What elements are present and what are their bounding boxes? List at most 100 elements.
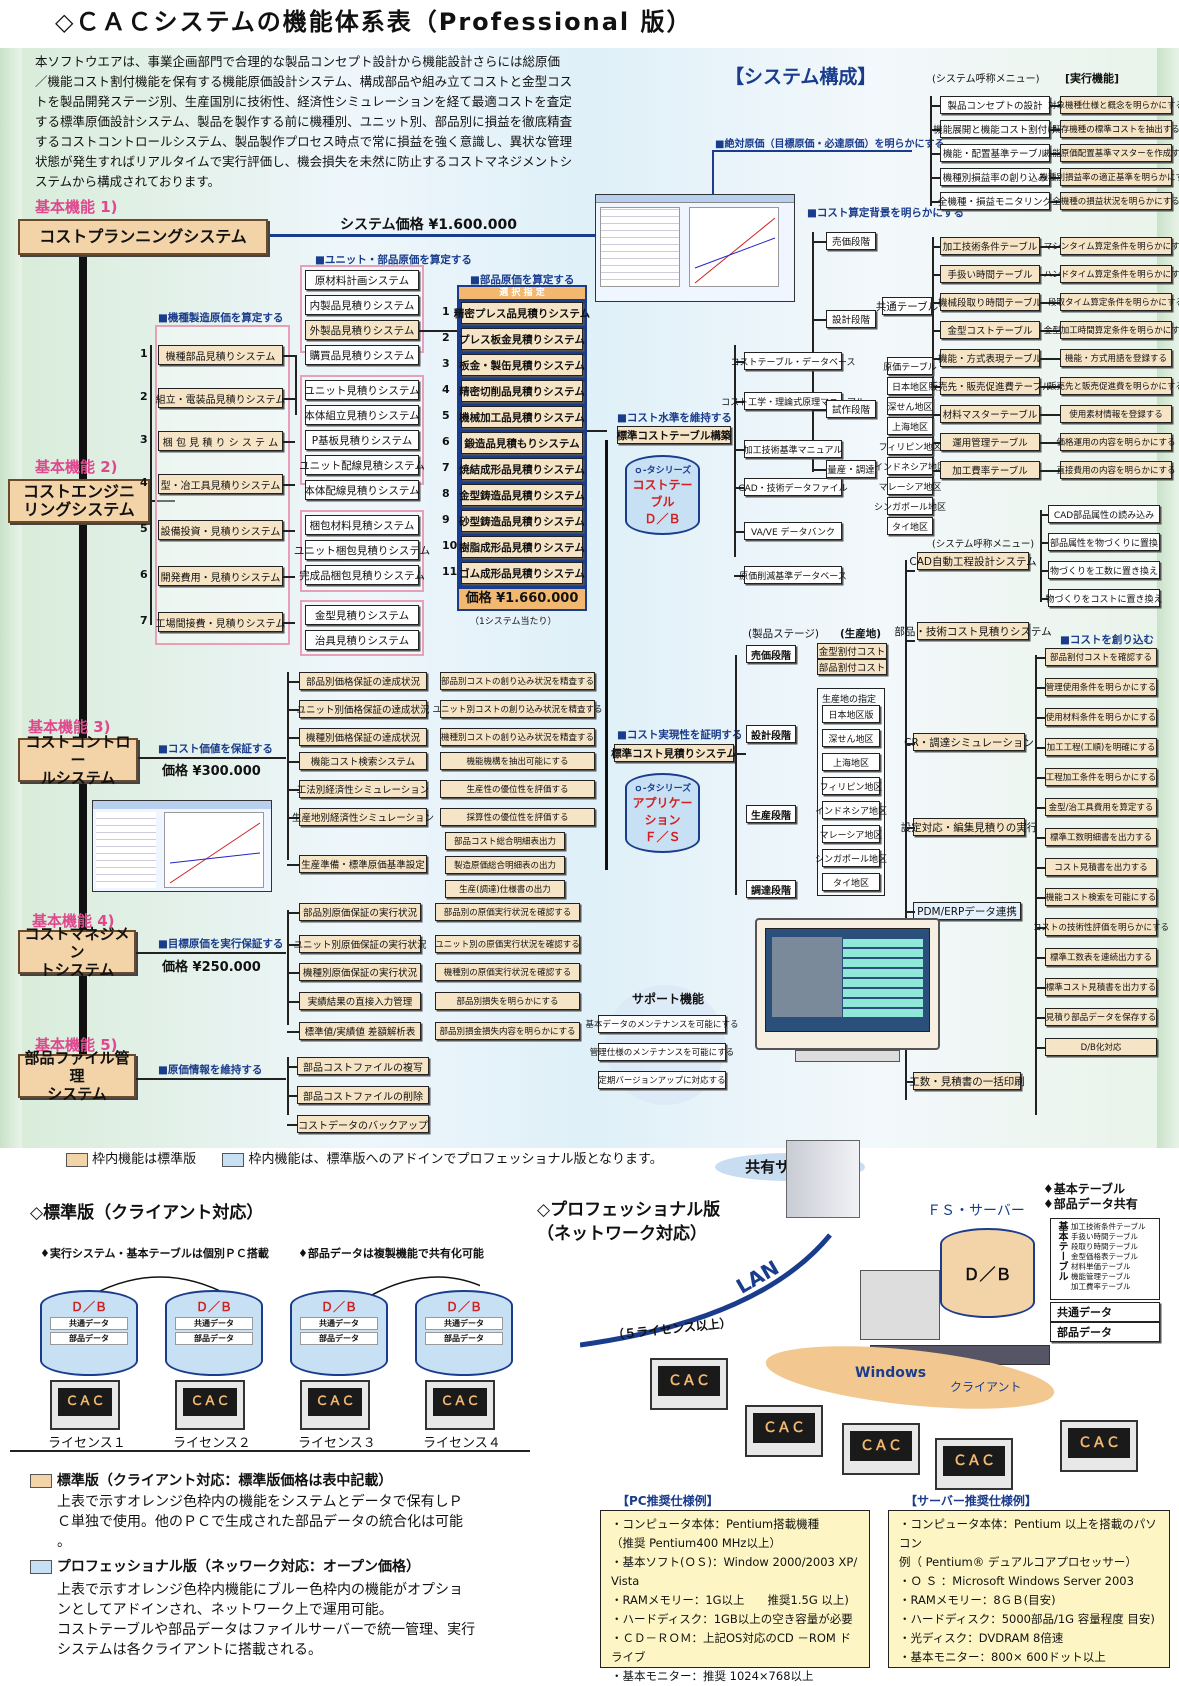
part-list-item[interactable]: 板金・製缶見積りシステム [459,354,585,376]
table-b-item[interactable]: 機能・方式表現テーブル [938,349,1042,367]
cr-simulation[interactable]: CR・調達シミュレーション [904,733,1034,751]
eng-system[interactable]: 部品・技術コスト見積りシステム [894,622,1052,640]
stage-b-item[interactable]: 生産段階 [746,805,796,823]
part-list-item[interactable]: 機械加工品見積りシステム [459,406,585,428]
eng-exec-item[interactable]: 管理使用条件を明らかにする [1045,678,1157,696]
eng-exec-item[interactable]: 機能コスト検索を可能にする [1045,888,1157,906]
region-b-item[interactable]: フィリピン地区 [820,777,882,795]
left-list-item[interactable]: 設備投資・見積りシステム [158,520,283,540]
cad-exec-item[interactable]: 物づくりをコストに置き換え [1046,589,1163,607]
left-list-item[interactable]: 組立・電装品見積りシステム [156,388,285,408]
mgmt-exec[interactable]: 機種別の原価実行状況を確認する [435,963,580,981]
cad-exec-item[interactable]: CAD部品属性の読み込み [1048,505,1160,523]
table-item[interactable]: VA/VE データバンク [744,522,842,540]
part-list-item[interactable]: 焼結成形品見積りシステム [459,458,585,480]
cost-control-system[interactable]: コストコントロー ルシステム [18,733,138,787]
part-list-item[interactable]: 金型鋳造品見積りシステム [459,484,585,506]
mid-list-item[interactable]: ユニット配線見積システム [299,455,425,475]
work-system[interactable]: 工数・見積書の一括印刷 [909,1072,1025,1090]
part-list-item[interactable]: 鍛造品見積もりシステム [461,432,583,454]
control-item[interactable]: 工法別経済性シミュレーション [297,780,429,798]
std-estimate-system[interactable]: 標準コスト見積りシステム [611,744,737,762]
mid-list-item[interactable]: 金型見積りシステム [305,605,419,625]
eng-exec-item[interactable]: 標準工数明細書を出力する [1045,828,1157,846]
part-list-item[interactable]: 精密切削品見積りシステム [459,380,585,402]
region-b-item[interactable]: マレーシア地区 [820,825,882,843]
eng-exec-item[interactable]: 工程加工条件を明らかにする [1045,768,1157,786]
control-exec[interactable]: 部品別コストの創り込み状況を精査する [440,672,595,690]
table-b-exec[interactable]: マシンタイム算定条件を明らかにする [1044,237,1179,255]
stage-a-item[interactable]: 設計段階 [826,310,876,328]
region-b-item[interactable]: タイ地区 [822,873,880,891]
region-b-item[interactable]: 日本地区版 [822,705,880,723]
part-list-item[interactable]: 精密プレス品見積りシステム [454,302,590,324]
planning-exec-item[interactable]: 対象機種仕様と概念を明らかにする [1048,96,1179,114]
cad-exec-item[interactable]: 物づくりを工数に置き換え [1048,561,1160,579]
mgmt-exec[interactable]: 部品別の原価実行状況を確認する [435,903,580,921]
region-a-item[interactable]: 上海地区 [887,417,933,435]
control-exec[interactable]: 生産性の優位性を評価する [440,780,595,798]
planning-exec-item[interactable]: 機能原価配置基準マスターを作成する [1044,144,1179,162]
part-list-item[interactable]: 砂型鋳造品見積りシステム [459,510,585,532]
mgmt-exec[interactable]: ユニット別の原価実行状況を確認する [435,935,580,953]
mgmt-item[interactable]: 部品別原価保証の実行状況 [299,903,421,921]
support-item[interactable]: 管理仕様のメンテナンスを可能にする [590,1043,734,1061]
region-b-item[interactable]: 深せん地区 [822,729,880,747]
eng-exec-item[interactable]: 標準工数表を連続出力する [1045,948,1157,966]
mid-list-item[interactable]: 完成品梱包見積りシステム [299,565,425,585]
planning-menu-item[interactable]: 機能展開と機能コスト割付け [933,120,1057,138]
region-a-item[interactable]: インドネシア地区 [874,457,946,475]
table-b-exec[interactable]: ハンドタイム算定条件を明らかにする [1044,265,1179,283]
cost-planning-system[interactable]: コストプランニングシステム [18,219,268,255]
control-exec[interactable]: 採算性の優位性を評価する [440,808,595,826]
mold-box[interactable]: 金型割付コスト [817,643,887,659]
left-list-item[interactable]: 工場間接費・見積りシステム [156,612,285,632]
cost-management-system[interactable]: コストマネジメン トシステム [18,925,136,979]
mid-list-item[interactable]: ユニット梱包見積りシステム [294,540,430,560]
file-item[interactable]: 部品コストファイルの削除 [297,1086,429,1104]
control-exec[interactable]: 生産(調達)仕様書の出力 [445,880,565,898]
table-b-exec[interactable]: 使用素材情報を登録する [1060,405,1172,423]
table-item[interactable]: CAD・技術データファイル [738,478,848,496]
table-b-exec[interactable]: 機能・方式用語を登録する [1060,349,1172,367]
file-item[interactable]: コストデータのバックアップ [297,1115,429,1133]
control-item[interactable]: 機種別価格保証の達成状況 [299,728,427,746]
region-b-item[interactable]: シンガポール地区 [815,849,887,867]
table-b-item[interactable]: 材料マスターテーブル [940,405,1040,423]
cost-engineering-system[interactable]: コストエンジニ リングシステム [8,479,150,523]
table-b-exec[interactable]: 価格運用の内容を明らかにする [1056,433,1176,451]
mid-list-item[interactable]: ユニット見積りシステム [304,380,420,400]
table-item[interactable]: 加工技術基準マニュアル [744,440,842,458]
mgmt-item[interactable]: 機種別原価保証の実行状況 [299,963,421,981]
stage-b-item[interactable]: 調達段階 [746,880,796,898]
mgmt-item[interactable]: ユニット別原価保証の実行状況 [294,935,427,953]
planning-menu-item[interactable]: 機能・配置基準テーブル [940,144,1050,162]
eng-exec-item[interactable]: 金型/治工具費用を算定する [1045,798,1157,816]
control-exec[interactable]: 機種別コストの創り込み状況を精査する [440,728,595,746]
table-b-item[interactable]: 運用管理テーブル [940,433,1040,451]
support-item[interactable]: 基本データのメンテナンスを可能にする [586,1015,738,1033]
planning-menu-item[interactable]: 全機種・損益モニタリング [938,192,1052,210]
region-a-item[interactable]: シンガポール地区 [874,497,946,515]
left-list-item[interactable]: 型・冶工具見積りシステム [158,474,283,494]
table-b-item[interactable]: 加工費率テーブル [940,461,1040,479]
control-item[interactable]: 部品別価格保証の達成状況 [299,672,427,690]
table-b-exec[interactable]: 段取タイム算定条件を明らかにする [1048,293,1179,311]
eng-exec-item[interactable]: 加工工程(工順)を明確にする [1045,738,1157,756]
mgmt-item[interactable]: 実績結果の直接入力管理 [299,992,421,1010]
stage-a-item[interactable]: 量産・調達 [826,460,876,478]
eng-exec-item[interactable]: コストの技術性評価を明らかにする [1033,918,1169,936]
part-list-item[interactable]: 樹脂成形品見積りシステム [459,536,585,558]
region-a-item[interactable]: マレーシア地区 [879,477,941,495]
table-b-exec[interactable]: 直接費用の内容を明らかにする [1056,461,1176,479]
control-exec[interactable]: 製造原価総合明細表の出力 [445,856,565,874]
control-exec[interactable]: 部品コスト総合明細表出力 [445,832,565,850]
std-cost-table-builder[interactable]: 標準コストテーブル構築 [617,426,731,444]
eng-exec-item[interactable]: 部品割付コストを確認する [1045,648,1157,666]
stage-a-item[interactable]: 売価段階 [826,232,876,250]
planning-exec-item[interactable]: 全機種の損益状況を明らかにする [1052,192,1179,210]
mid-list-item[interactable]: 治具見積りシステム [305,630,419,650]
part-list-item[interactable]: ゴム成形品見積りシステム [459,562,585,584]
planning-exec-item[interactable]: 既存機種の標準コストを抽出する [1052,120,1179,138]
table-b-item[interactable]: 手扱い時間テーブル [940,265,1040,283]
